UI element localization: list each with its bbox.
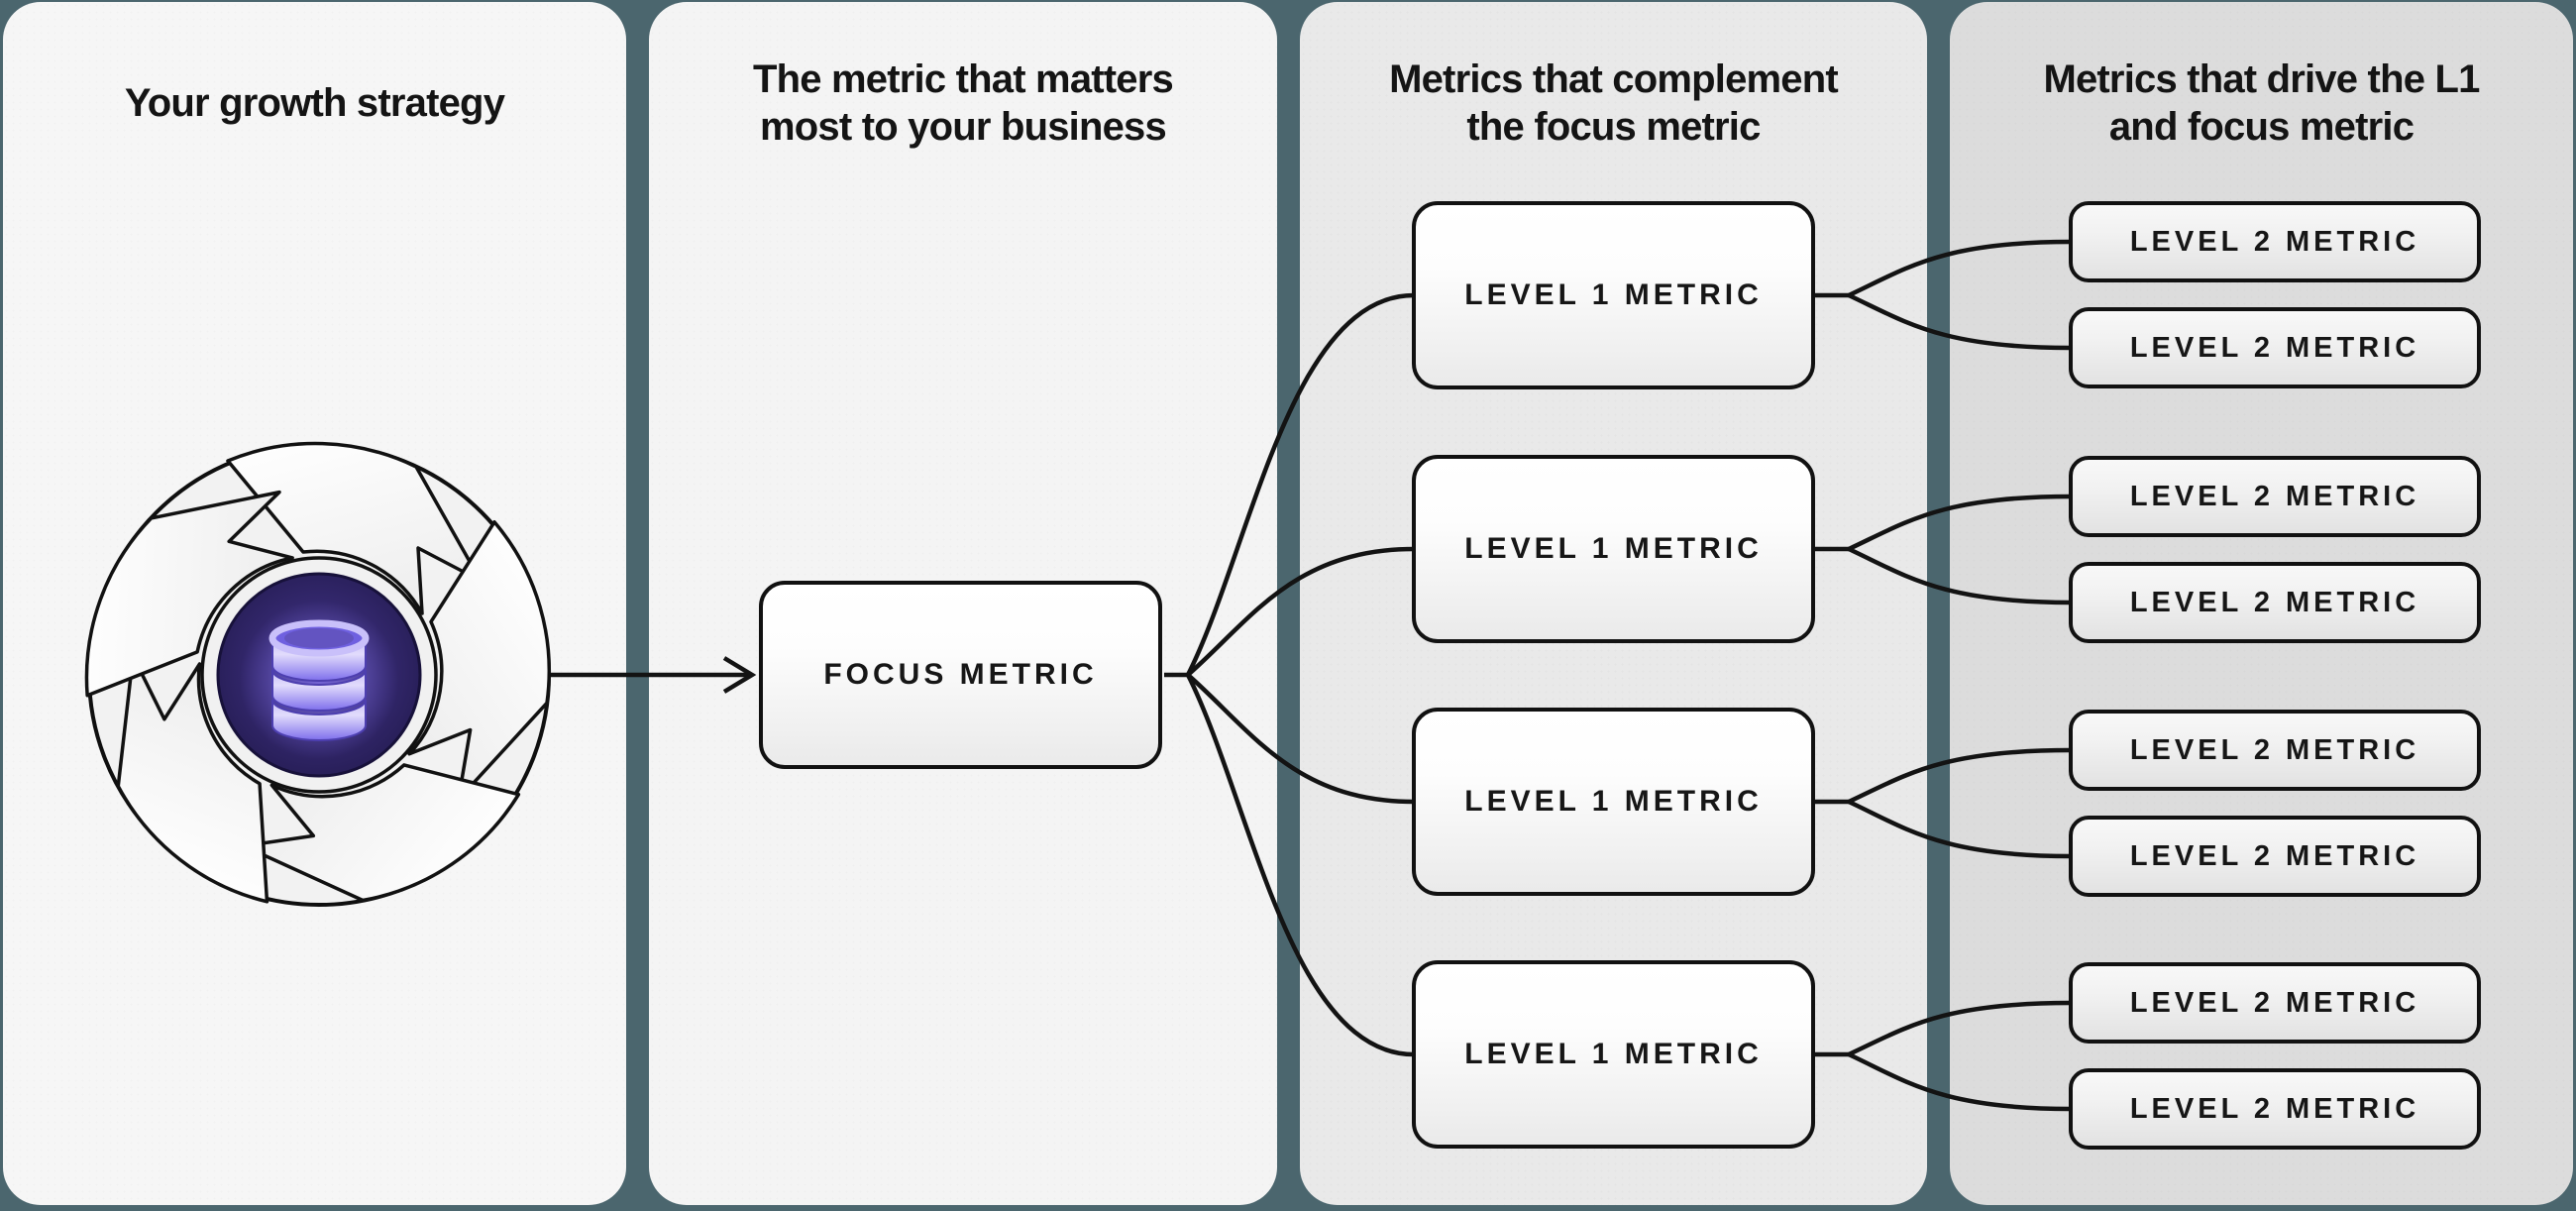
level1-metric-box: LEVEL 1 METRIC	[1412, 455, 1815, 643]
level2-metric-label: LEVEL 2 METRIC	[2129, 225, 2420, 258]
level2-metric-box: LEVEL 2 METRIC	[2069, 562, 2481, 643]
title-line: Metrics that complement	[1389, 57, 1839, 101]
level1-metric-box: LEVEL 1 METRIC	[1412, 960, 1815, 1149]
focus-metric-box: FOCUS METRIC	[759, 581, 1162, 769]
level2-metric-label: LEVEL 2 METRIC	[2129, 733, 2420, 766]
level2-metric-box: LEVEL 2 METRIC	[2069, 710, 2481, 791]
level1-metric-box: LEVEL 1 METRIC	[1412, 708, 1815, 896]
title-line: Your growth strategy	[124, 81, 505, 125]
panel-growth-strategy-title: Your growth strategy	[3, 79, 626, 127]
title-line: the focus metric	[1466, 105, 1761, 149]
level2-metric-box: LEVEL 2 METRIC	[2069, 1068, 2481, 1150]
level2-metric-label: LEVEL 2 METRIC	[2129, 331, 2420, 364]
focus-metric-label: FOCUS METRIC	[823, 658, 1098, 691]
level1-metric-label: LEVEL 1 METRIC	[1464, 278, 1763, 311]
level2-metric-box: LEVEL 2 METRIC	[2069, 201, 2481, 282]
title-line: most to your business	[760, 105, 1167, 149]
level2-metric-box: LEVEL 2 METRIC	[2069, 962, 2481, 1044]
level2-metric-label: LEVEL 2 METRIC	[2129, 839, 2420, 872]
level1-metric-label: LEVEL 1 METRIC	[1464, 532, 1763, 565]
level2-metric-box: LEVEL 2 METRIC	[2069, 816, 2481, 897]
level2-metric-label: LEVEL 2 METRIC	[2129, 586, 2420, 618]
panel-focus-metric-title: The metric that matters most to your bus…	[649, 55, 1277, 151]
panel-growth-strategy: Your growth strategy	[3, 2, 626, 1205]
level2-metric-label: LEVEL 2 METRIC	[2129, 480, 2420, 512]
title-line: Metrics that drive the L1	[2043, 57, 2480, 101]
level1-metric-box: LEVEL 1 METRIC	[1412, 201, 1815, 389]
panel-level2-metrics-title: Metrics that drive the L1 and focus metr…	[1950, 55, 2573, 151]
title-line: The metric that matters	[753, 57, 1174, 101]
level2-metric-label: LEVEL 2 METRIC	[2129, 986, 2420, 1019]
panel-level1-metrics-title: Metrics that complement the focus metric	[1300, 55, 1927, 151]
level1-metric-label: LEVEL 1 METRIC	[1464, 785, 1763, 818]
level2-metric-label: LEVEL 2 METRIC	[2129, 1092, 2420, 1125]
title-line: and focus metric	[2108, 105, 2415, 149]
level2-metric-box: LEVEL 2 METRIC	[2069, 307, 2481, 388]
level1-metric-label: LEVEL 1 METRIC	[1464, 1038, 1763, 1070]
level2-metric-box: LEVEL 2 METRIC	[2069, 456, 2481, 537]
